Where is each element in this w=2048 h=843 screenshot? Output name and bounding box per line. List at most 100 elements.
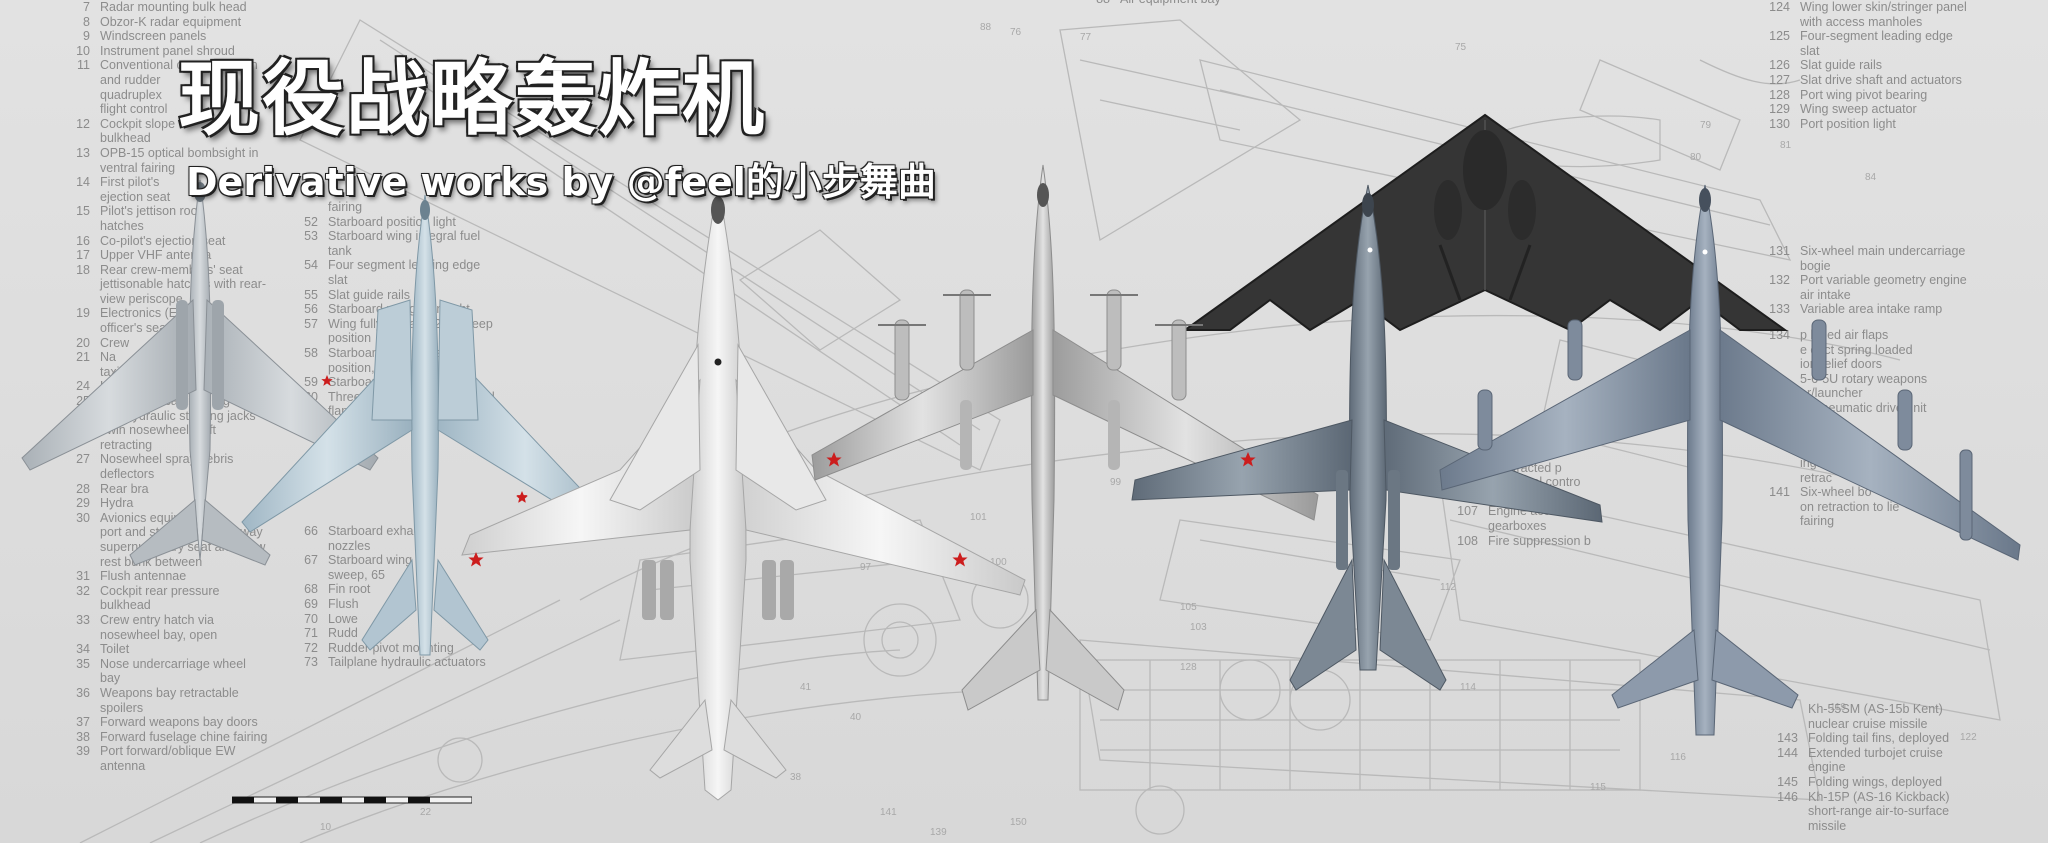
legend-entry-text: slat <box>1800 43 1820 58</box>
legend-entry-number: 14 <box>76 175 90 190</box>
legend-entry-number: 133 <box>1769 302 1790 317</box>
legend-entry-number: 58 <box>304 345 318 360</box>
legend-entry-number: 66 <box>304 524 318 538</box>
legend-entry-text: deflectors <box>100 467 155 481</box>
svg-text:105: 105 <box>1180 602 1197 613</box>
legend-entry: slat <box>1760 44 1967 59</box>
legend-entry-number: 24 <box>76 379 90 394</box>
legend-entry-text: Fire suppression b <box>1488 533 1591 548</box>
legend-entry-number: 131 <box>1769 244 1790 258</box>
legend-entry: engine <box>1768 760 1950 775</box>
svg-text:100: 100 <box>990 557 1007 568</box>
legend-entry: antenna <box>60 759 267 774</box>
legend-entry-number: 146 <box>1777 789 1798 804</box>
legend-entry: 66 Starboard exhaust <box>288 524 486 539</box>
svg-text:99: 99 <box>1110 477 1122 488</box>
legend-entry-number: 27 <box>76 452 90 467</box>
legend-entry: view periscope <box>60 292 267 307</box>
red-star-insignia <box>468 552 484 567</box>
legend-entry-text: Toilet <box>100 642 130 657</box>
legend-entry-number: 71 <box>304 626 318 641</box>
legend-entry-number: 15 <box>76 204 90 219</box>
red-star-insignia-group <box>321 375 1256 567</box>
legend-entry: bulkhead <box>60 131 267 146</box>
legend-entry: hatches <box>60 219 267 234</box>
tu16-badger-bomber <box>21 179 379 566</box>
svg-text:112: 112 <box>1440 582 1456 593</box>
legend-entry-text: jettisonable hatches with rear- <box>100 277 267 292</box>
legend-entry-text: short-range air-to-surface <box>1808 804 1950 819</box>
legend-entry-text: Rear bra <box>100 481 149 496</box>
legend-entry: 131 Six-wheel main undercarriage <box>1760 244 1967 259</box>
tu160-blackjack-bomber <box>461 184 1026 801</box>
legend-entry-text: Kh-15P (AS-16 Kickback) <box>1808 789 1950 804</box>
legend-entry-text: bay <box>100 671 121 686</box>
legend-entry-number: 9 <box>83 29 90 44</box>
legend-entry-text: Six-wheel main undercarriage <box>1800 244 1966 258</box>
legend-entry-number: 125 <box>1769 29 1790 44</box>
legend-entry: on retraction to lie <box>1760 500 1899 515</box>
legend-entry-number: 8 <box>83 14 90 29</box>
legend-entry-text: Port position light <box>1800 116 1896 131</box>
legend-entry-number: 53 <box>304 229 318 244</box>
legend-entry-text: fairing <box>328 200 363 214</box>
svg-text:128: 128 <box>1180 662 1197 673</box>
legend-entry: retracting <box>60 438 267 453</box>
b52-stratofortress-bomber <box>1439 184 2021 736</box>
legend-entry-number: 59 <box>304 375 318 390</box>
legend-entry-number: 13 <box>76 145 90 160</box>
legend-entry-text: Wing lower skin/stringer panel <box>1800 0 1967 14</box>
legend-entry-number: 31 <box>76 569 90 584</box>
legend-entry-number: 11 <box>77 58 90 73</box>
red-star-insignia <box>321 375 333 386</box>
legend-entry-text: missile <box>1808 818 1847 833</box>
legend-entry-number: 108 <box>1457 533 1478 548</box>
legend-entry-text: Starboard wing integral fuel <box>328 229 481 244</box>
legend-entry: jettisonable hatches with rear- <box>60 277 267 292</box>
legend-entry-text: Cockpit slope <box>100 116 176 131</box>
legend-entry-text: Port wing pivot bearing <box>1800 87 1928 102</box>
svg-text:141: 141 <box>880 807 897 818</box>
legend-entry-number: 73 <box>304 655 318 670</box>
red-star-insignia <box>952 552 968 567</box>
svg-text:79: 79 <box>1700 120 1712 131</box>
legend-entry-number: 88 <box>1080 0 1120 7</box>
scale-bar <box>232 796 472 804</box>
legend-entry-text: OPB-15 optical bombsight in <box>100 145 259 160</box>
legend-entry-text: Starboard exhaust <box>328 524 431 538</box>
svg-text:139: 139 <box>930 827 947 838</box>
legend-entry-text: Windscreen panels <box>100 29 207 44</box>
legend-entry-text: Wing sweep actuator <box>1800 102 1917 117</box>
legend-entry-text: Instrument panel shroud <box>100 43 235 58</box>
legend-entry-number: 55 <box>304 287 318 302</box>
legend-entry-text: tank <box>328 243 352 258</box>
legend-entry-text: sweep, 65 <box>328 567 385 582</box>
poster-title: 现役战略轰炸机 <box>178 52 767 147</box>
legend-entry-text: bulkhead <box>100 131 151 146</box>
svg-text:150: 150 <box>1010 817 1027 828</box>
svg-text:116: 116 <box>1670 752 1686 763</box>
svg-text:122: 122 <box>1960 732 1977 743</box>
legend-entry: bay <box>60 671 267 686</box>
legend-entry: air intake <box>1760 288 1967 303</box>
legend-entry: nozzles <box>288 539 486 554</box>
legend-entry-number: 21 <box>76 350 90 365</box>
legend-entry-text: position, 3 <box>328 360 385 375</box>
legend-entry-number: 67 <box>304 553 318 568</box>
legend-entry: fairing <box>1760 514 1899 529</box>
legend-entry: officer's seat <box>60 321 267 336</box>
legend-entry-number: 57 <box>304 316 318 331</box>
